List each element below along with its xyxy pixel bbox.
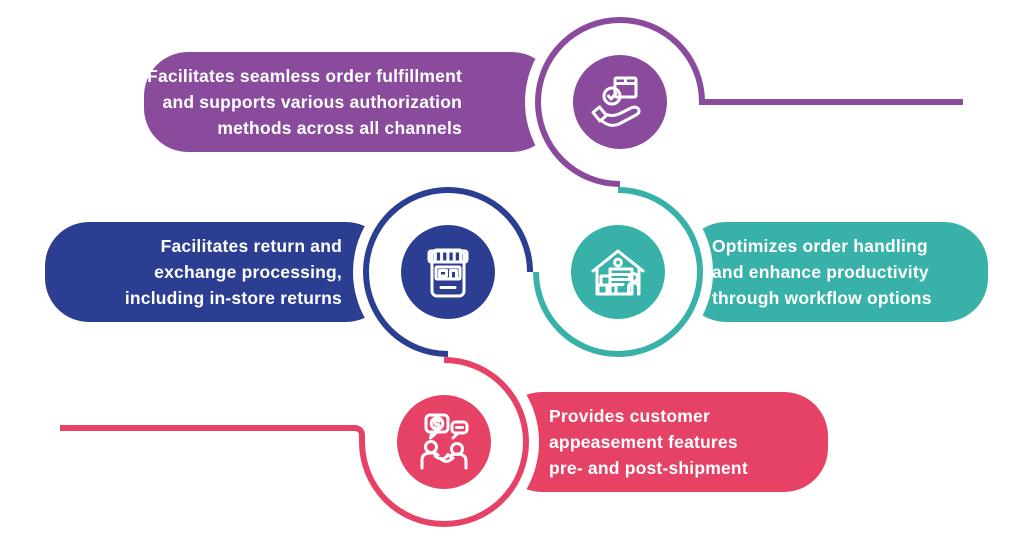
rings-layer bbox=[60, 17, 963, 527]
pill-order-handling bbox=[682, 222, 988, 322]
card-line: including in-store returns bbox=[124, 288, 342, 308]
card-line: exchange processing, bbox=[154, 262, 342, 282]
ring-and-connector-order-fulfillment bbox=[535, 17, 963, 187]
shop-door bbox=[449, 269, 458, 281]
card-text-order-fulfillment: Facilitates seamless order fulfillment a… bbox=[102, 63, 462, 141]
shop-window bbox=[438, 269, 448, 278]
card-text-customer-appeasement: Provides customer appeasement features p… bbox=[549, 403, 841, 481]
pills-layer bbox=[45, 52, 988, 492]
dollar-sign bbox=[433, 419, 441, 430]
ring-order-handling bbox=[533, 187, 703, 357]
card-text-order-handling: Optimizes order handling and enhance pro… bbox=[712, 233, 1004, 311]
card-line: appeasement features bbox=[549, 432, 738, 452]
ring-and-connector-customer-appeasement bbox=[60, 357, 529, 527]
hand-box-check-icon bbox=[591, 76, 641, 127]
icon-circle-customer-appeasement bbox=[397, 395, 491, 489]
speech-bubble-left-tail bbox=[429, 430, 439, 440]
person-right-body bbox=[448, 452, 468, 470]
card-line: through workflow options bbox=[712, 288, 932, 308]
pill-returns-exchange bbox=[45, 222, 390, 322]
card-line: Optimizes order handling bbox=[712, 236, 928, 256]
ring-returns-exchange bbox=[363, 187, 533, 357]
check-circle bbox=[602, 86, 622, 106]
person-right-arm bbox=[439, 456, 455, 463]
card-line: and enhance productivity bbox=[712, 262, 929, 282]
card-line: Facilitates return and bbox=[160, 236, 342, 256]
icon-circle-order-handling bbox=[571, 225, 665, 319]
roof bbox=[591, 249, 645, 273]
card-text-returns-exchange: Facilitates return and exchange processi… bbox=[42, 233, 342, 311]
icon-circle-order-fulfillment bbox=[573, 55, 667, 149]
shop-band bbox=[434, 265, 462, 281]
person-left-body bbox=[420, 451, 440, 470]
check-mark bbox=[607, 91, 618, 101]
worker-body bbox=[627, 281, 640, 296]
pill-order-fulfillment bbox=[144, 52, 556, 152]
box-flap-lines bbox=[613, 76, 638, 85]
hand-palm bbox=[599, 105, 641, 127]
card-line: and supports various authorization bbox=[162, 92, 462, 112]
storefront-phone-icon bbox=[427, 248, 469, 298]
box-top bbox=[599, 274, 612, 287]
awning-stripes bbox=[433, 249, 463, 264]
pill-customer-appeasement bbox=[498, 392, 828, 492]
card-line: Provides customer bbox=[549, 406, 710, 426]
card-line: pre- and post-shipment bbox=[549, 458, 748, 478]
customer-chat-icon bbox=[420, 413, 469, 470]
card-line: Facilitates seamless order fulfillment bbox=[147, 66, 462, 86]
warehouse-worker-icon bbox=[591, 249, 645, 296]
speech-bubble-right-tail bbox=[451, 431, 460, 440]
card-line: methods across all channels bbox=[217, 118, 462, 138]
roof-vent bbox=[613, 257, 623, 268]
